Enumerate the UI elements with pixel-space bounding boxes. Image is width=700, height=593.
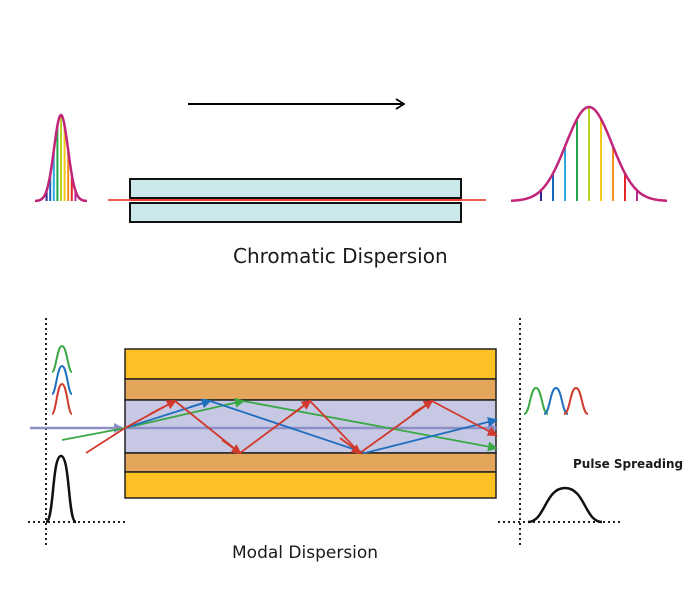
output-spread-pulse (527, 486, 603, 524)
input-pulse-spectrum (35, 113, 87, 203)
output-mode-pulses (523, 386, 589, 415)
pulse-envelope (35, 113, 87, 203)
pulse-spreading-label: Pulse Spreading (573, 457, 684, 471)
pulse-envelope (511, 105, 667, 202)
multimode-fiber (124, 348, 497, 499)
modal-dispersion-title: Modal Dispersion (232, 543, 379, 563)
output-pulse-spectrum (511, 105, 667, 202)
chromatic-dispersion-title: Chromatic Dispersion (233, 244, 448, 268)
fiber-cable (108, 178, 486, 223)
chromatic-section (35, 104, 667, 223)
input-mode-pulses (51, 344, 73, 415)
entry-ray-red (85, 427, 126, 454)
modal-section (28, 318, 622, 548)
entry-ray-green (61, 427, 126, 441)
input-pulse (44, 454, 78, 524)
mode-ray-blue (124, 400, 498, 454)
